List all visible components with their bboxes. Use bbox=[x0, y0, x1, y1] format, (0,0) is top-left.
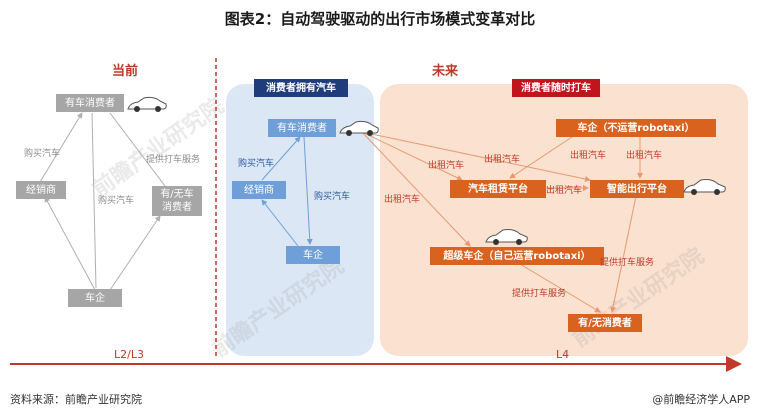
future-edge-label: 出租汽车 bbox=[384, 195, 421, 205]
current-edge-label: 提供打车服务 bbox=[146, 155, 201, 165]
section-future-header: 未来 bbox=[432, 64, 459, 79]
page-title: 图表2：自动驾驶驱动的出行市场模式变革对比 bbox=[224, 10, 536, 28]
future-edge-label: 出租汽车 bbox=[484, 155, 521, 165]
future-consumer-node: 有/无消费者 bbox=[568, 314, 642, 332]
car-icon bbox=[485, 229, 528, 245]
future-edge-label: 出租汽车 bbox=[428, 161, 465, 171]
stage-l2-l3: L2/L3 bbox=[114, 348, 144, 361]
edge-current-buy2 bbox=[44, 196, 96, 291]
edge-future-8 bbox=[519, 263, 601, 313]
current-dealer-node: 经销商 bbox=[16, 181, 66, 199]
edge-current-owner-consumer bbox=[109, 112, 169, 191]
own-car-tag: 消费者拥有汽车 bbox=[254, 79, 348, 97]
edge-middle-buy1 bbox=[261, 136, 301, 181]
source-note: 资料来源：前瞻产业研究院 bbox=[10, 393, 142, 406]
future-edge-label: 出租汽车 bbox=[546, 186, 583, 196]
edge-future-4 bbox=[509, 134, 576, 179]
super-oem-node: 超级车企（自己运营robotaxi） bbox=[430, 247, 604, 265]
middle-edge-label: 购买汽车 bbox=[314, 192, 351, 202]
middle-dealer-node: 经销商 bbox=[232, 181, 286, 199]
future-edge-label: 提供打车服务 bbox=[512, 289, 567, 299]
current-edge-label: 购买汽车 bbox=[24, 149, 61, 159]
edge-current-service bbox=[109, 215, 161, 291]
car-icon bbox=[127, 96, 167, 112]
smart-mobility-node: 智能出行平台 bbox=[590, 180, 684, 198]
current-oem-node: 车企 bbox=[68, 289, 122, 307]
middle-owner-node: 有车消费者 bbox=[268, 119, 336, 137]
oem-no-robotaxi-node: 车企（不运营robotaxi） bbox=[556, 119, 716, 137]
edge-future-7 bbox=[610, 195, 637, 313]
stage-l4: L4 bbox=[556, 348, 570, 361]
middle-edge-label: 购买汽车 bbox=[238, 159, 275, 169]
edge-current-buy1 bbox=[39, 112, 83, 183]
edge-future-3 bbox=[361, 131, 471, 247]
future-edge-label: 提供打车服务 bbox=[600, 258, 655, 268]
middle-oem-node: 车企 bbox=[286, 246, 340, 264]
edge-future-2 bbox=[361, 131, 591, 182]
edge-middle-buy2 bbox=[261, 199, 299, 247]
future-edge-label: 出租汽车 bbox=[626, 151, 663, 161]
car-icon bbox=[683, 179, 726, 195]
section-current-header: 当前 bbox=[112, 64, 139, 79]
credit-note: @前瞻经济学人APP bbox=[652, 393, 750, 406]
edge-future-1 bbox=[361, 131, 463, 181]
current-edge-label: 购买汽车 bbox=[98, 196, 135, 206]
rental-platform-node: 汽车租赁平台 bbox=[450, 180, 546, 198]
future-edge-label: 出租汽车 bbox=[570, 151, 607, 161]
hail-tag: 消费者随时打车 bbox=[512, 79, 600, 97]
edge-current-oem-owner bbox=[91, 112, 97, 289]
current-consumer-node: 有/无车 消费者 bbox=[152, 186, 202, 216]
car-icon bbox=[339, 120, 379, 136]
edge-middle-oem-owner bbox=[303, 136, 313, 245]
current-owner-node: 有车消费者 bbox=[56, 94, 124, 112]
